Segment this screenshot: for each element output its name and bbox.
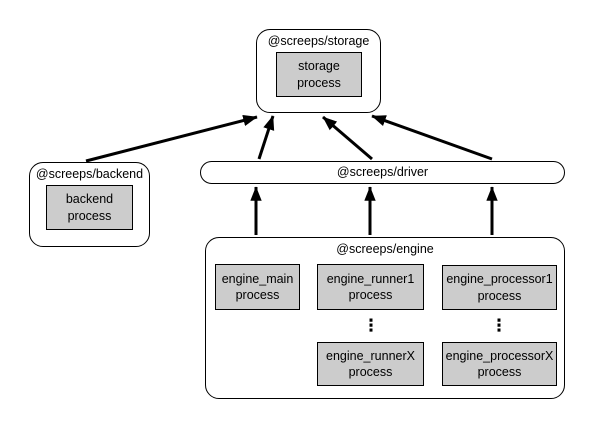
engine-processor1-process-box: engine_processor1 process — [442, 265, 557, 310]
node-driver: @screeps/driver — [200, 161, 565, 184]
node-storage-title: @screeps/storage — [267, 34, 370, 48]
arrow-backend-to-storage — [85, 114, 258, 163]
engine-runner1-process-box: engine_runner1 process — [317, 264, 424, 310]
processor-ellipsis: ⋮ — [490, 316, 508, 335]
arrow-driver-to-storage-right — [371, 114, 493, 161]
node-engine: @screeps/engine engine_main process engi… — [205, 237, 565, 399]
engine-main-process-box: engine_main process — [215, 264, 300, 310]
node-engine-title: @screeps/engine — [336, 242, 434, 256]
arrow-driver-to-storage-left — [257, 115, 275, 160]
node-backend: @screeps/backend backend process — [29, 162, 150, 247]
node-backend-title: @screeps/backend — [35, 167, 144, 181]
node-storage: @screeps/storage storage process — [256, 29, 381, 113]
engine-processorX-process-box: engine_processorX process — [442, 342, 557, 386]
runner-ellipsis: ⋮ — [362, 316, 380, 335]
node-driver-title: @screeps/driver — [336, 164, 429, 179]
arrow-driver-to-storage-mid — [322, 115, 373, 161]
backend-process-box: backend process — [46, 185, 133, 230]
engine-runnerX-process-box: engine_runnerX process — [317, 342, 424, 386]
storage-process-box: storage process — [276, 52, 362, 97]
